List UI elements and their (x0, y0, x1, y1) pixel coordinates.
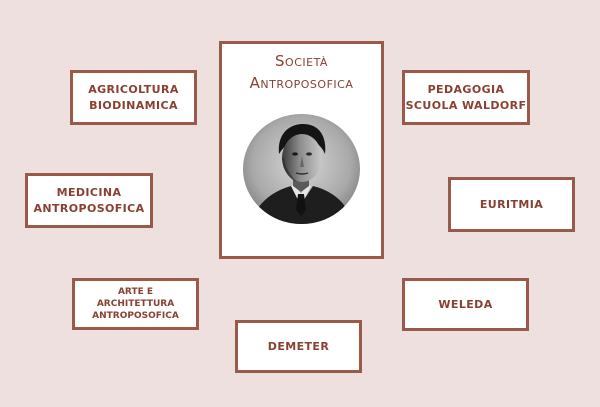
center-title-line1: Società (275, 52, 328, 70)
node-medicina-antroposofica: Medicina Antroposofica (25, 173, 153, 228)
node-label: Medicina (56, 185, 122, 199)
node-label: Biodinamica (89, 98, 178, 112)
node-label: Architettura (96, 298, 175, 309)
node-weleda: Weleda (402, 278, 529, 331)
node-arte-architettura-antroposofica: Arte e Architettura Antroposofica (72, 278, 199, 330)
node-agricoltura-biodinamica: Agricoltura Biodinamica (70, 70, 197, 125)
node-pedagogia-scuola-waldorf: Pedagogia Scuola Waldorf (402, 70, 530, 125)
node-label: Antroposofica (33, 201, 145, 215)
node-label: Agricoltura (88, 82, 179, 96)
node-label: Demeter (267, 339, 330, 353)
node-label: Weleda (438, 297, 493, 311)
node-label: Arte e (117, 286, 154, 297)
node-label: Antroposofica (92, 311, 179, 322)
node-label: Euritmia (479, 197, 544, 211)
portrait-photo-icon (243, 114, 360, 224)
node-euritmia: Euritmia (448, 177, 575, 232)
center-box-societa-antroposofica: Società Antroposofica (219, 41, 384, 259)
center-title-line2: Antroposofica (249, 74, 354, 92)
node-label: Pedagogia (427, 82, 505, 96)
node-demeter: Demeter (235, 320, 362, 373)
node-label: Scuola Waldorf (405, 98, 527, 112)
